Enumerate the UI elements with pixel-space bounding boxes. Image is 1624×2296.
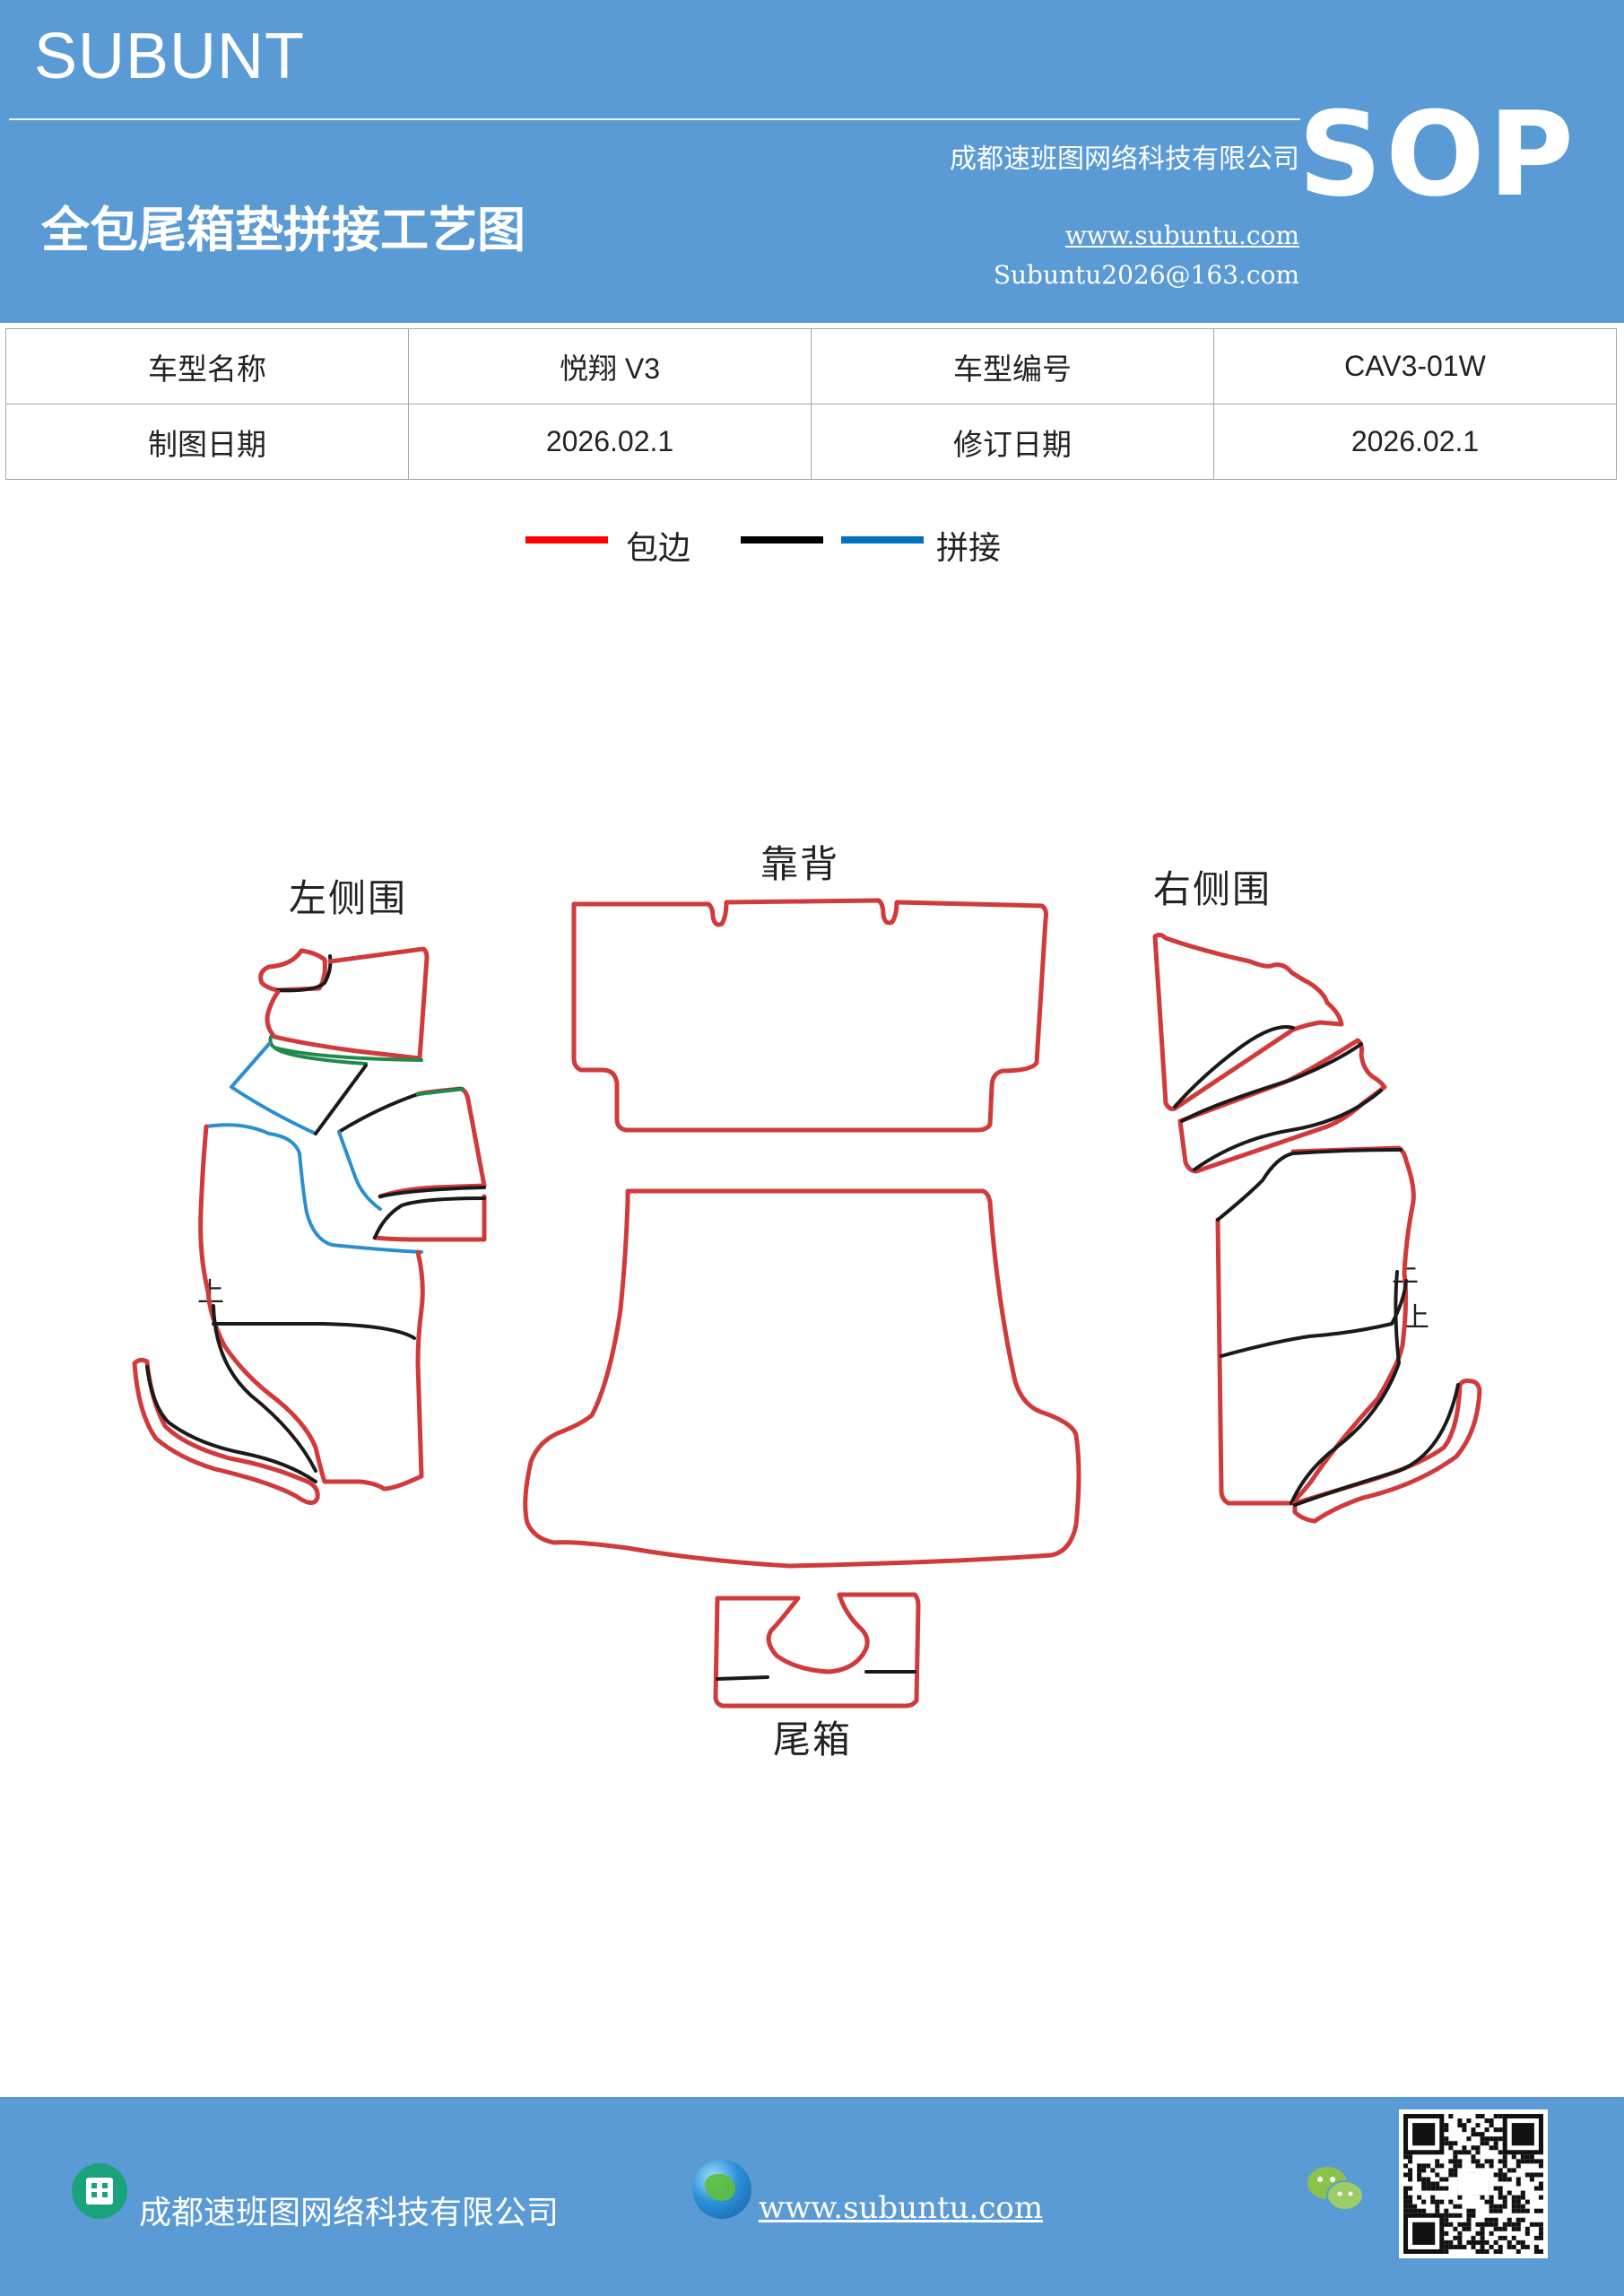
legend-label-edge: 包边 — [626, 530, 691, 567]
legend-swatch-splice — [841, 536, 924, 544]
right-upper-seam — [1173, 1025, 1295, 1109]
left-main-seam — [212, 1322, 416, 1340]
right-bottom-seam — [1293, 1383, 1460, 1507]
right-main-seam — [1220, 1279, 1408, 1358]
label-right-side: 右侧围 — [1153, 867, 1272, 911]
email-text: Subuntu2026@163.com — [993, 260, 1299, 290]
right-bottom-strip — [1292, 1378, 1482, 1524]
website-link[interactable]: www.subuntu.com — [1064, 221, 1299, 250]
left-mid-green-seam — [273, 1046, 368, 1065]
left-right-splice — [337, 1130, 382, 1211]
right-mid-seam-2 — [1193, 1089, 1383, 1171]
legend: 包边 拼接 — [0, 529, 1624, 574]
mat-pattern-diagram — [132, 898, 1482, 1709]
right-main-seam-2 — [1290, 1270, 1401, 1505]
right-mid-seam — [1180, 1042, 1363, 1123]
value-cell: 悦翔 V3 — [408, 328, 812, 404]
header-banner: SUBUNT 成都速班图网络科技有限公司 全包尾箱垫拼接工艺图 www.subu… — [0, 0, 1624, 323]
right-upper-panel — [1152, 932, 1344, 1111]
left-main-panel — [198, 1124, 425, 1492]
left-lower-right-edge — [372, 1194, 487, 1242]
left-upper-green-seam — [268, 1035, 423, 1062]
wechat-icon[interactable] — [1304, 2161, 1367, 2215]
vehicle-info-table: 车型名称 悦翔 V3 车型编号 CAV3-01W 制图日期 2026.02.1 … — [5, 328, 1617, 480]
building-icon — [72, 2163, 127, 2219]
right-main-top-seam — [1216, 1148, 1403, 1222]
left-main-splice — [204, 1123, 423, 1254]
value-cell: 2026.02.1 — [1213, 404, 1617, 480]
trunk-seam-left — [716, 1675, 769, 1681]
table-row: 制图日期 2026.02.1 修订日期 2026.02.1 — [5, 404, 1617, 480]
label-backrest: 靠背 — [760, 842, 840, 886]
brand-logo-text: SUBUNT — [34, 21, 306, 92]
left-right-green — [416, 1087, 465, 1096]
label-trunk: 尾箱 — [773, 1718, 853, 1761]
left-lower-seam — [378, 1186, 486, 1198]
left-right-panel-seam — [337, 1087, 463, 1134]
qr-code — [1399, 2109, 1548, 2258]
left-main-seam-2 — [212, 1304, 317, 1473]
legend-swatch-edge — [525, 536, 608, 544]
label-cell: 修订日期 — [811, 404, 1214, 480]
header-divider — [9, 118, 1300, 120]
table-row: 车型名称 悦翔 V3 车型编号 CAV3-01W — [5, 328, 1617, 404]
value-cell: CAV3-01W — [1213, 328, 1617, 404]
left-mid-seam — [314, 1064, 368, 1135]
label-cell: 车型名称 — [5, 328, 409, 404]
footer-banner: 成都速班图网络科技有限公司 www.subuntu.com — [0, 2097, 1624, 2296]
label-left-side: 左侧围 — [289, 876, 408, 920]
document-title: 全包尾箱垫拼接工艺图 — [41, 202, 525, 258]
label-cell: 制图日期 — [5, 404, 409, 480]
sop-badge: SOP — [1298, 86, 1577, 222]
company-name: 成都速班图网络科技有限公司 — [950, 144, 1299, 175]
left-top-cap — [258, 948, 327, 993]
left-upper-panel — [265, 946, 430, 1061]
globe-icon — [692, 2160, 751, 2219]
footer-company: 成都速班图网络科技有限公司 — [139, 2195, 560, 2231]
trunk-lid-piece — [713, 1592, 921, 1709]
left-right-panel-edge — [378, 1086, 487, 1199]
left-mid-splice — [230, 1042, 317, 1135]
left-bottom-seam — [145, 1365, 317, 1483]
legend-swatch-seam — [741, 536, 823, 544]
footer-website-link[interactable]: www.subuntu.com — [759, 2190, 1044, 2226]
value-cell: 2026.02.1 — [408, 404, 812, 480]
label-cell: 车型编号 — [811, 328, 1214, 404]
trunk-floor-piece — [523, 1188, 1081, 1569]
backrest-piece — [571, 898, 1048, 1133]
legend-label-splice: 拼接 — [936, 530, 1002, 567]
right-mid-panel — [1177, 1038, 1387, 1174]
left-top-seam — [276, 954, 333, 993]
left-lower-seam-2 — [373, 1196, 486, 1239]
